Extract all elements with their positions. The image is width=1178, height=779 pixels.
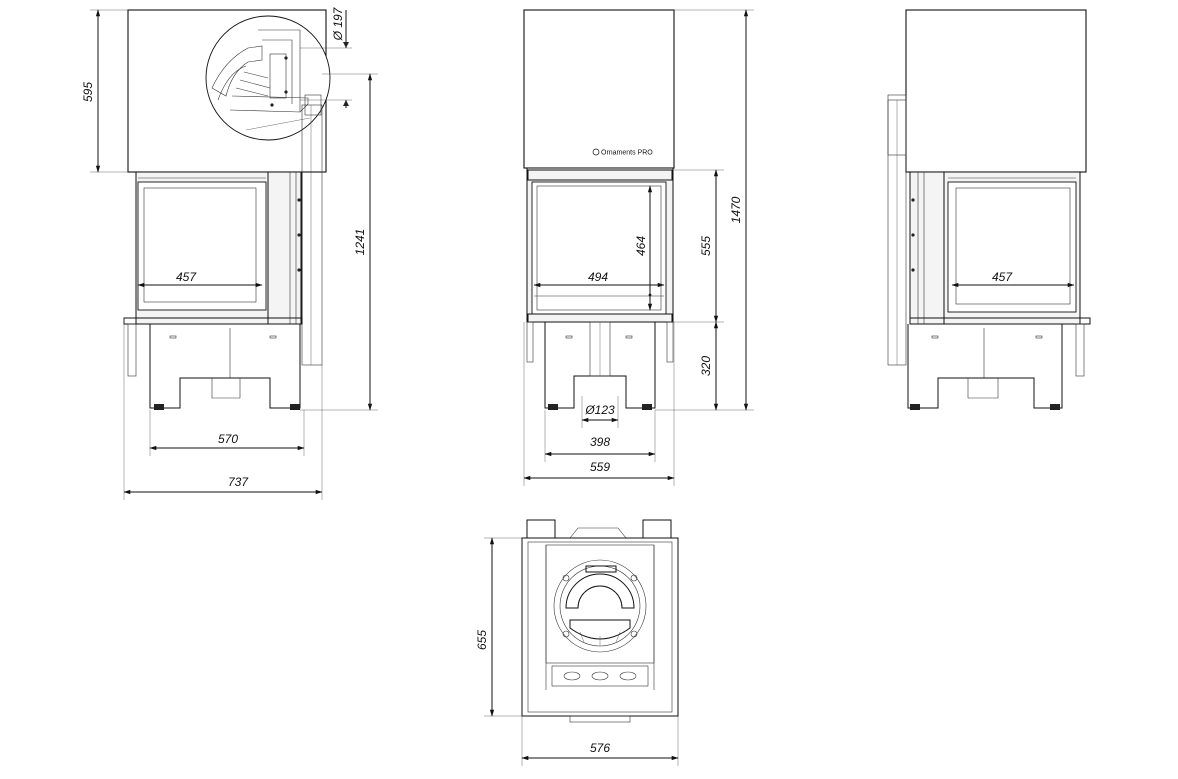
dim-glass-width-left: 457 [176,270,197,284]
side-view-left: 595 Ø 197 1241 457 570 737 [81,6,378,500]
glass-left [137,181,267,311]
dim-hood-height-left: 595 [81,82,95,102]
dim-total-height-side: 1241 [353,229,367,256]
side-view-right: 457 [887,9,1091,410]
glass-right [947,181,1077,313]
dim-base-width-front: 398 [590,435,610,449]
logo-text: Ornaments PRO [601,150,653,157]
hood-right [905,9,1087,173]
dim-glass-height: 464 [634,236,648,256]
dim-flue-diameter: Ø 197 [331,6,345,41]
front-view: Ornaments PRO 494 464 555 320 1470 [523,9,754,486]
dim-total-height: 1470 [729,196,743,223]
dim-base-height: 320 [699,356,713,376]
dim-glass-width-right: 457 [992,270,1013,284]
dim-door-height: 555 [699,236,713,256]
brand-logo: Ornaments PRO [592,148,653,157]
hood-front [523,9,675,169]
flue-detail-circle [205,15,331,141]
top-grate [553,559,647,653]
dim-overall-width: 559 [590,460,610,474]
top-view: 655 576 [475,519,679,766]
dim-top-width: 576 [590,741,610,755]
dim-air-inlet-diameter: Ø123 [584,403,615,417]
glass-front [531,181,667,315]
top-outline [521,537,679,717]
dim-base-width-left: 570 [218,432,238,446]
dim-overall-depth: 737 [228,475,249,489]
dim-top-depth: 655 [475,630,489,650]
dim-glass-width-front: 494 [588,270,608,284]
